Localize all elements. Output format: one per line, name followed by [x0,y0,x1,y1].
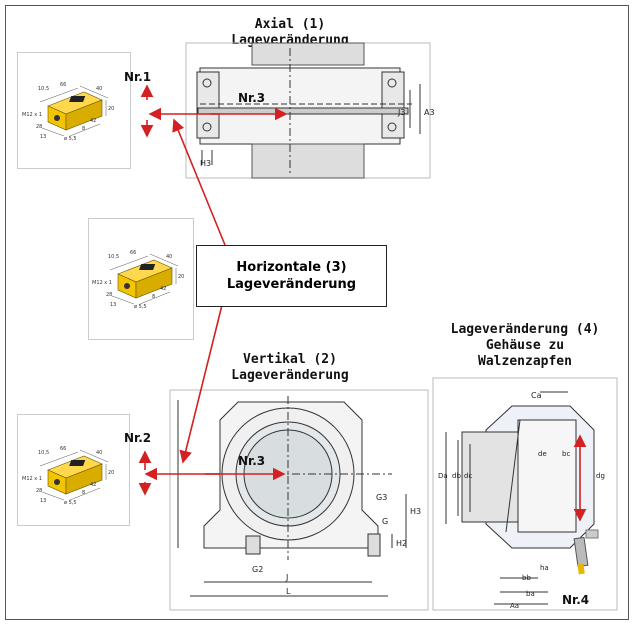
svg-text:42: 42 [90,118,96,124]
svg-text:H3: H3 [200,159,211,168]
sensor-3: 10,5 66 40 20 M12 x 1 28 42 8 13 ø 5,5 [92,250,184,310]
svg-text:G2: G2 [252,565,263,574]
svg-text:dg: dg [596,472,605,480]
axial-drawing [185,42,431,179]
svg-text:G3: G3 [376,493,387,502]
svg-text:ø 5,5: ø 5,5 [64,500,77,506]
svg-text:66: 66 [60,446,66,452]
label-nr3-top: Nr.3 [238,91,266,105]
svg-text:L: L [286,587,291,596]
svg-text:ba: ba [526,590,535,598]
svg-text:13: 13 [40,134,46,140]
svg-text:M12 x 1: M12 x 1 [92,280,112,286]
svg-text:28: 28 [106,292,112,298]
svg-text:M12 x 1: M12 x 1 [22,112,42,118]
diagram-frame [5,5,629,620]
label-nr2: Nr.2 [124,431,152,445]
sensor-1: 10,5 66 40 20 M12 x 1 28 42 8 13 ø 5,5 [22,82,114,142]
svg-text:42: 42 [90,482,96,488]
svg-text:bb: bb [522,574,531,582]
svg-text:bc: bc [562,450,570,458]
label-nr4: Nr.4 [562,593,590,607]
lage4-drawing [432,377,618,611]
svg-text:Da: Da [438,472,448,480]
svg-text:10,5: 10,5 [108,254,119,260]
svg-text:13: 13 [110,302,116,308]
svg-text:8: 8 [82,490,85,496]
red-arrows [138,84,587,522]
svg-text:ø 5,5: ø 5,5 [64,136,77,142]
svg-text:H2: H2 [396,539,407,548]
label-nr1: Nr.1 [124,70,152,84]
sensor-2: 10,5 66 40 20 M12 x 1 28 42 8 13 ø 5,5 [22,446,114,506]
svg-text:40: 40 [96,450,102,456]
svg-text:28: 28 [36,488,42,494]
svg-text:28: 28 [36,124,42,130]
svg-text:dc: dc [464,472,472,480]
svg-text:40: 40 [166,254,172,260]
vertikal-drawing [169,389,429,611]
small-sensor [573,529,599,575]
svg-text:10,5: 10,5 [38,86,49,92]
svg-text:8: 8 [152,294,155,300]
svg-text:13: 13 [40,498,46,504]
svg-text:40: 40 [96,86,102,92]
svg-text:66: 66 [60,82,66,88]
horizontale-box: Horizontale (3) Lageveränderung [196,245,387,307]
svg-text:8: 8 [82,126,85,132]
vertikal-title: Vertikal (2)Lageveränderung [231,352,349,383]
svg-text:db: db [452,472,461,480]
svg-text:H3: H3 [410,507,421,516]
svg-text:20: 20 [108,470,114,476]
svg-text:de: de [538,450,547,458]
svg-text:ø 5,5: ø 5,5 [134,304,147,310]
svg-text:Ca: Ca [531,391,542,400]
svg-text:Aa: Aa [510,602,519,610]
svg-text:66: 66 [130,250,136,256]
svg-text:20: 20 [178,274,184,280]
svg-text:G: G [382,517,388,526]
svg-text:J: J [285,573,288,582]
svg-text:M12 x 1: M12 x 1 [22,476,42,482]
svg-text:J3: J3 [397,108,405,117]
svg-text:ha: ha [540,564,549,572]
svg-text:20: 20 [108,106,114,112]
svg-text:10,5: 10,5 [38,450,49,456]
label-nr3-mid: Nr.3 [238,454,266,468]
svg-text:42: 42 [160,286,166,292]
svg-text:A3: A3 [424,108,435,117]
